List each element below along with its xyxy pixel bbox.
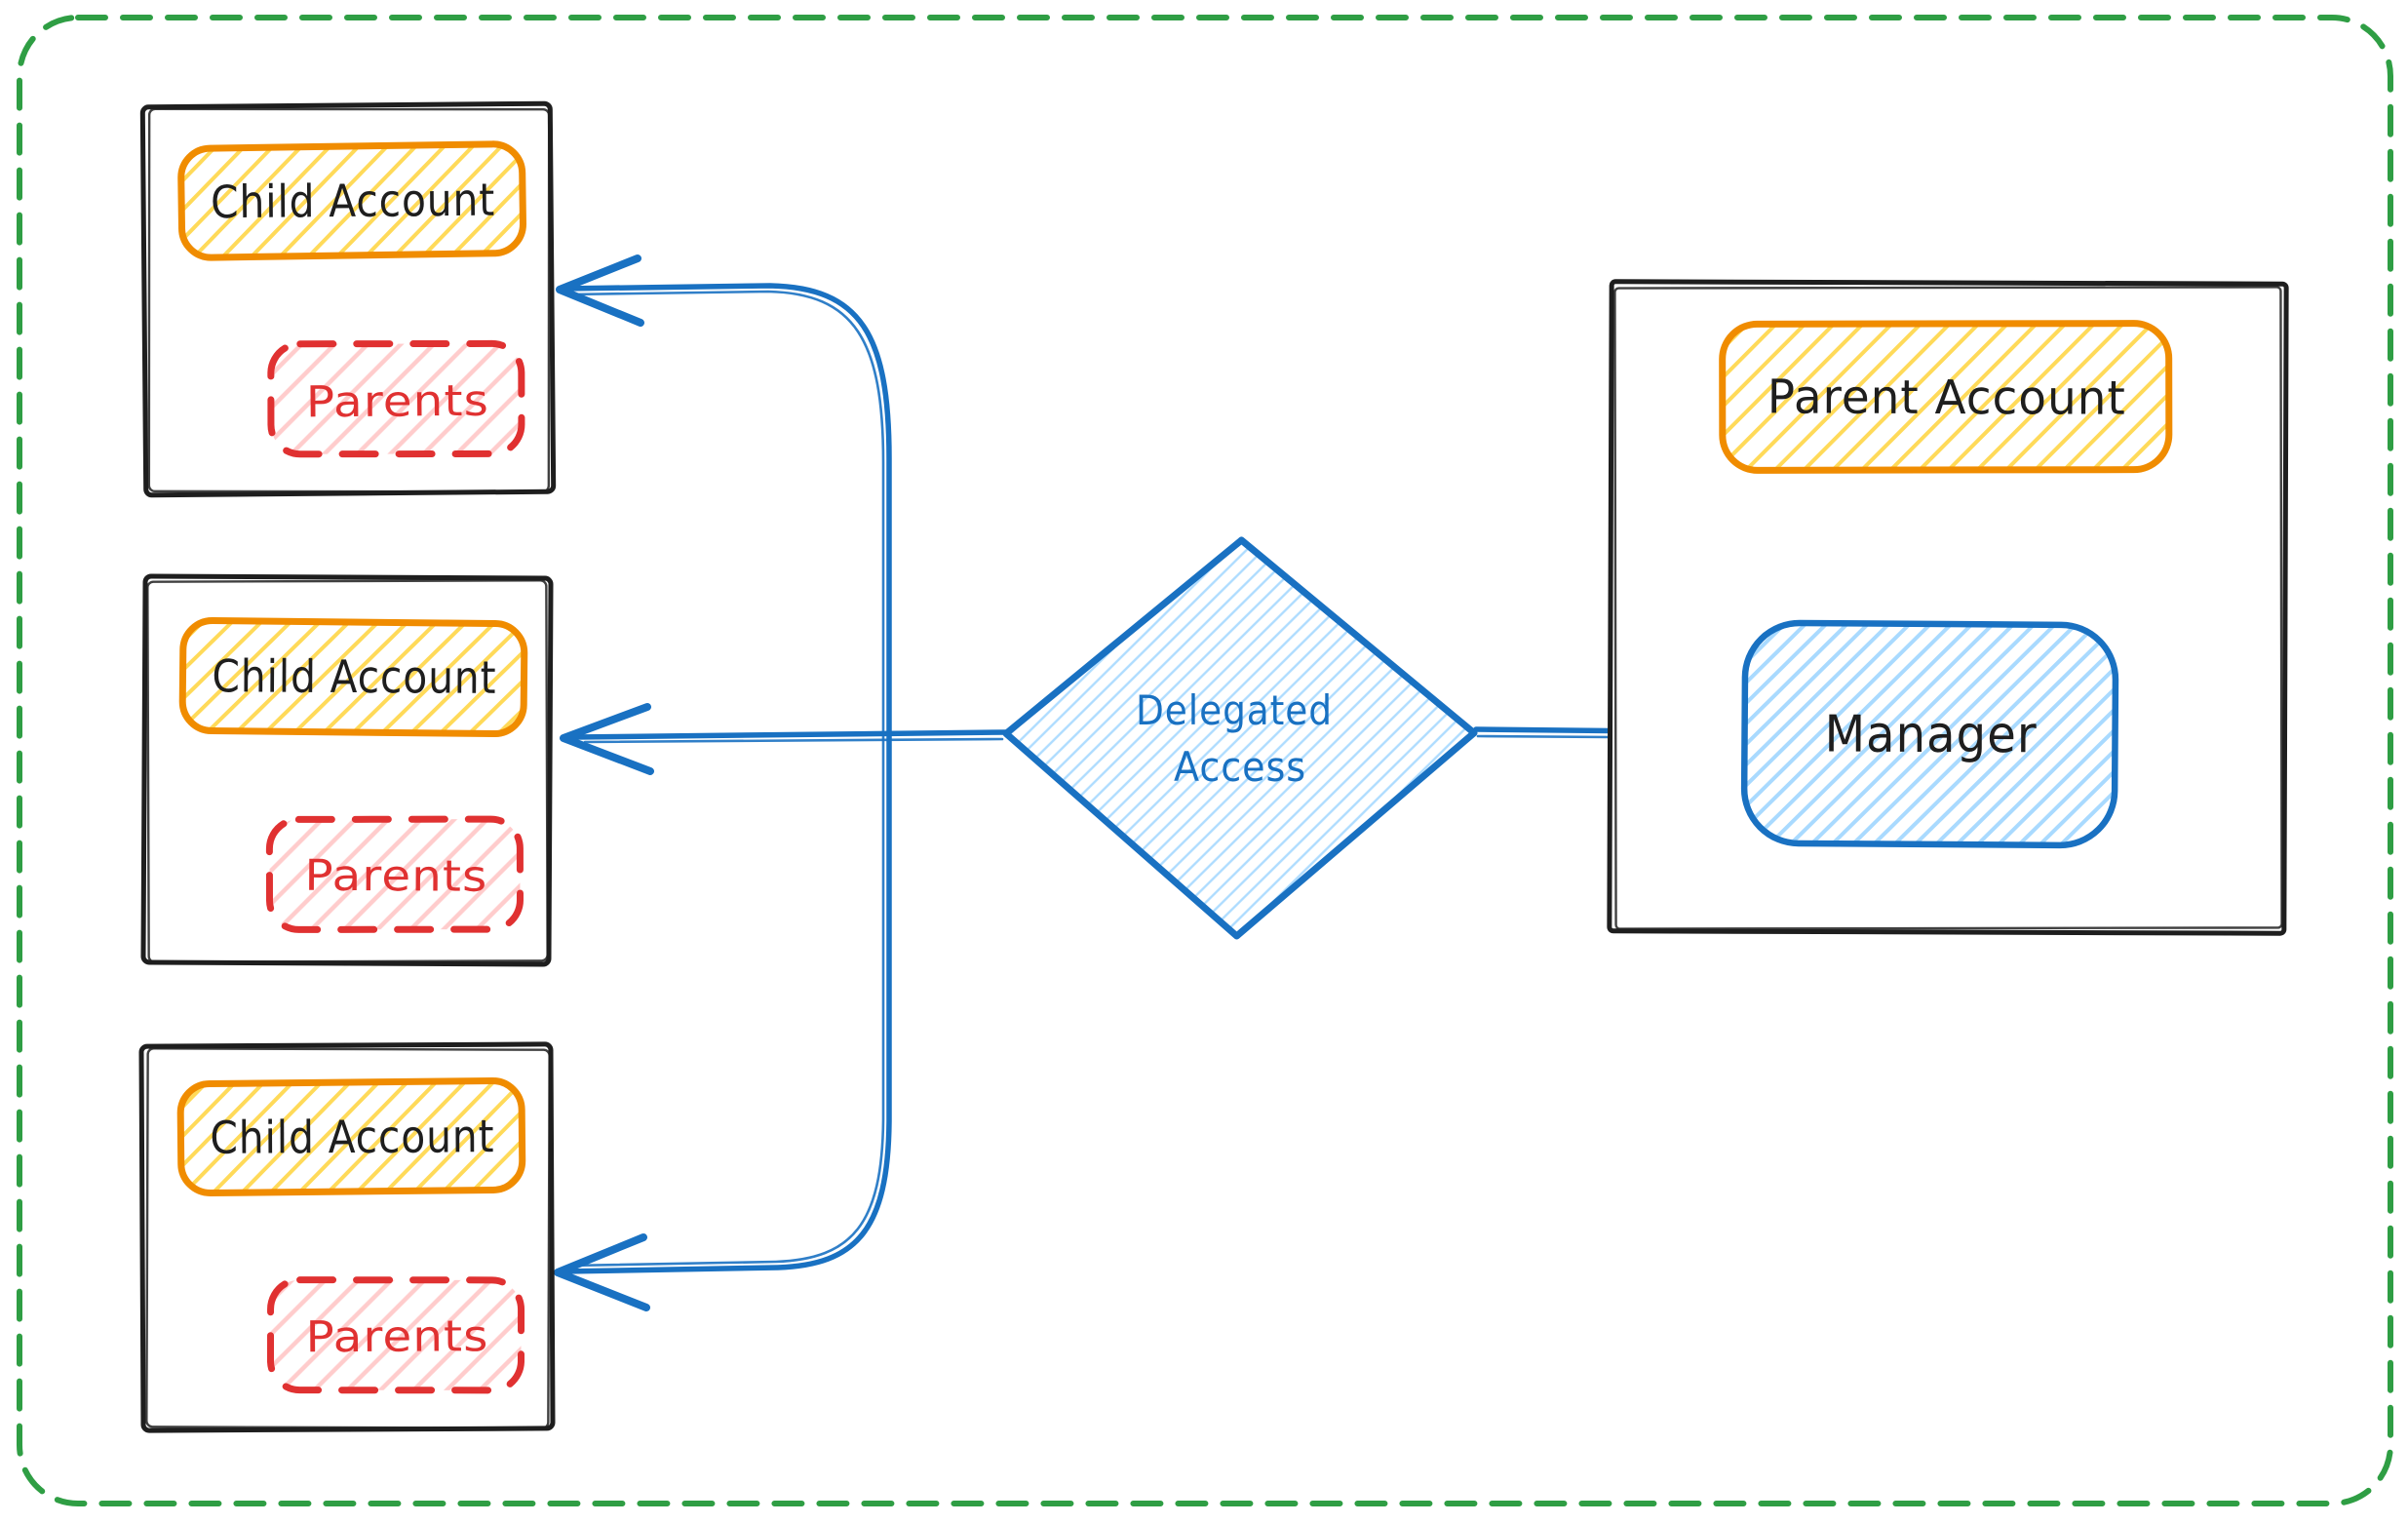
- arrow-to-child-2: [570, 729, 1009, 740]
- parents-box: Parents: [266, 1276, 525, 1394]
- child-account-label: Child Account: [211, 174, 495, 229]
- parent-account-box: Parent Account Manager: [1607, 279, 2289, 936]
- child-account-label: Child Account: [212, 649, 496, 704]
- parent-account-badge: Parent Account: [1719, 320, 2173, 474]
- parents-box: Parents: [267, 339, 525, 458]
- delegated-access-label-line1: Delegated: [1136, 686, 1333, 734]
- arrow-branch-to-child-1-and-3: [561, 283, 892, 1274]
- child-account-label: Child Account: [210, 1110, 494, 1164]
- parents-label: Parents: [306, 376, 489, 428]
- arrow-branch-echo: [567, 290, 885, 1268]
- outer-dashed-frame: [17, 15, 2393, 1506]
- child-account-badge: Child Account: [178, 617, 528, 738]
- delegated-access-label-line2: Access: [1174, 743, 1306, 791]
- parents-label: Parents: [305, 1311, 488, 1362]
- child-account-box-1: Child Account Parents: [139, 100, 557, 498]
- manager-box: Manager: [1740, 619, 2119, 849]
- child-account-box-3: Child Account Parents: [138, 1041, 556, 1433]
- arrowhead-child-2: [560, 703, 654, 775]
- delegated-access-diamond: Delegated Access: [1002, 536, 1478, 940]
- child-account-badge: Child Account: [176, 1076, 526, 1196]
- parent-account-label: Parent Account: [1767, 370, 2126, 425]
- child-account-box-2: Child Account Parents: [140, 573, 554, 967]
- parents-box: Parents: [265, 815, 524, 933]
- manager-label: Manager: [1824, 706, 2037, 765]
- arrowhead-child-1: [556, 254, 644, 327]
- parents-label: Parents: [304, 851, 487, 902]
- arrowhead-child-3: [554, 1233, 650, 1311]
- connector-group: [554, 254, 1748, 1311]
- child-account-badge: Child Account: [177, 140, 526, 261]
- arrow-to-child-2-echo: [583, 737, 1004, 744]
